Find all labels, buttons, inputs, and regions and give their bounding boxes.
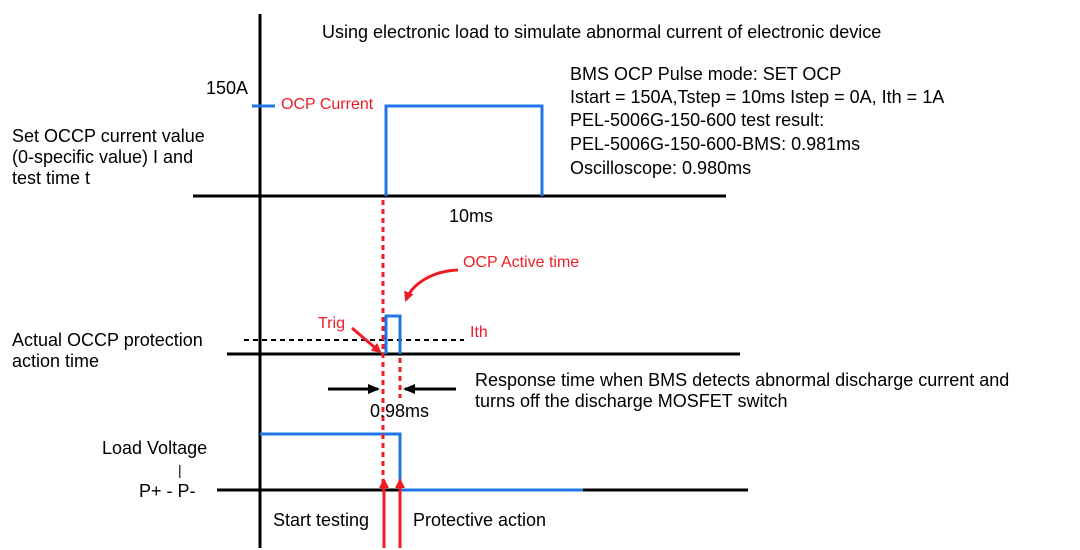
150a-label: 150A xyxy=(206,78,249,98)
duration-label: 10ms xyxy=(449,206,494,226)
set-occp-label: Set OCCP current value (0-specific value… xyxy=(12,126,205,188)
ocp-active-pulse xyxy=(384,314,402,354)
voltage-separator: | xyxy=(178,462,182,478)
protective-action-label: Protective action xyxy=(413,510,547,530)
ocp-current-pulse xyxy=(384,104,544,196)
ocp-active-arrow xyxy=(404,268,459,302)
info-line-4: PEL-5006G-150-600-BMS: 0.981ms xyxy=(570,134,861,154)
info-line-2: Istart = 150A,Tstep = 10ms Istep = 0A, I… xyxy=(570,87,945,107)
response-value-label: 0.98ms xyxy=(370,401,430,421)
ith-label: Ith xyxy=(470,324,488,341)
load-voltage-trace xyxy=(260,432,583,492)
actual-occp-label: Actual OCCP protection action time xyxy=(12,330,203,371)
diagram-title: Using electronic load to simulate abnorm… xyxy=(322,22,882,42)
info-line-5: Oscilloscope: 0.980ms xyxy=(570,158,752,178)
trig-arrow xyxy=(351,326,382,354)
info-line-3: PEL-5006G-150-600 test result: xyxy=(570,110,825,130)
response-description: Response time when BMS detects abnormal … xyxy=(475,370,1010,411)
ocp-current-label: OCP Current xyxy=(281,96,374,113)
info-line-1: BMS OCP Pulse mode: SET OCP xyxy=(570,64,842,84)
load-voltage-label: Load Voltage xyxy=(102,438,208,458)
trig-label: Trig xyxy=(318,315,345,332)
p-terminals-label: P+ - P- xyxy=(139,481,196,501)
ocp-active-time-label: OCP Active time xyxy=(463,254,580,271)
start-testing-label: Start testing xyxy=(273,510,370,530)
